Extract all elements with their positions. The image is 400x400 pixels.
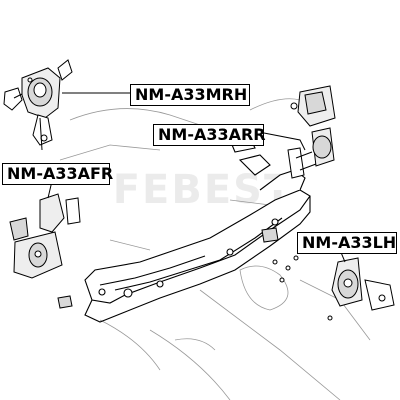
mount-mrh-part — [3, 59, 73, 151]
mount-lh-part — [261, 227, 395, 321]
part-label-nm-a33lh: NM-A33LH — [297, 232, 397, 254]
background-outline — [59, 98, 371, 400]
part-label-nm-a33arr: NM-A33ARR — [153, 124, 266, 146]
mount-arr-part — [287, 85, 336, 179]
part-label-nm-a33afr: NM-A33AFR — [2, 163, 113, 185]
leader-lines — [47, 92, 346, 263]
part-label-nm-a33mrh: NM-A33MRH — [130, 84, 250, 106]
mount-afr-part — [9, 193, 81, 309]
